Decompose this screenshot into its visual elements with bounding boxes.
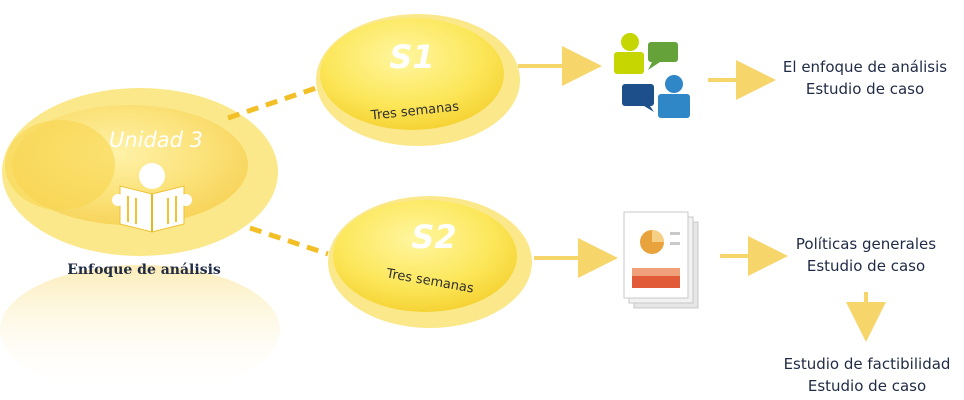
- s2-next-line-2: Estudio de caso: [807, 377, 927, 395]
- reading-book-icon: [112, 163, 192, 233]
- s1-outputs: El enfoque de análisis Estudio de caso: [772, 56, 958, 100]
- session-node-s1: [316, 14, 520, 146]
- connector-s1: [227, 83, 323, 121]
- unit-title: Unidad 3: [108, 128, 204, 152]
- presentation-document-icon: [623, 211, 699, 309]
- connector-s2: [249, 225, 329, 257]
- unit-reflection: [0, 265, 280, 395]
- unit-subtitle: Enfoque de análisis: [67, 262, 221, 278]
- s1-output-line-1: El enfoque de análisis: [782, 58, 948, 76]
- session-label-s1: S1: [389, 38, 435, 76]
- s2-next-outputs: Estudio de factibilidad Estudio de caso: [774, 353, 960, 397]
- session-node-s2: [328, 196, 532, 328]
- s2-next-line-1: Estudio de factibilidad: [783, 355, 951, 373]
- s2-output-line-2: Estudio de caso: [806, 257, 926, 275]
- s2-output-line-1: Políticas generales: [795, 235, 937, 253]
- s2-outputs: Políticas generales Estudio de caso: [776, 233, 956, 277]
- session-label-s2: S2: [411, 218, 457, 256]
- people-chat-icon: [614, 33, 690, 118]
- s1-output-line-2: Estudio de caso: [805, 80, 925, 98]
